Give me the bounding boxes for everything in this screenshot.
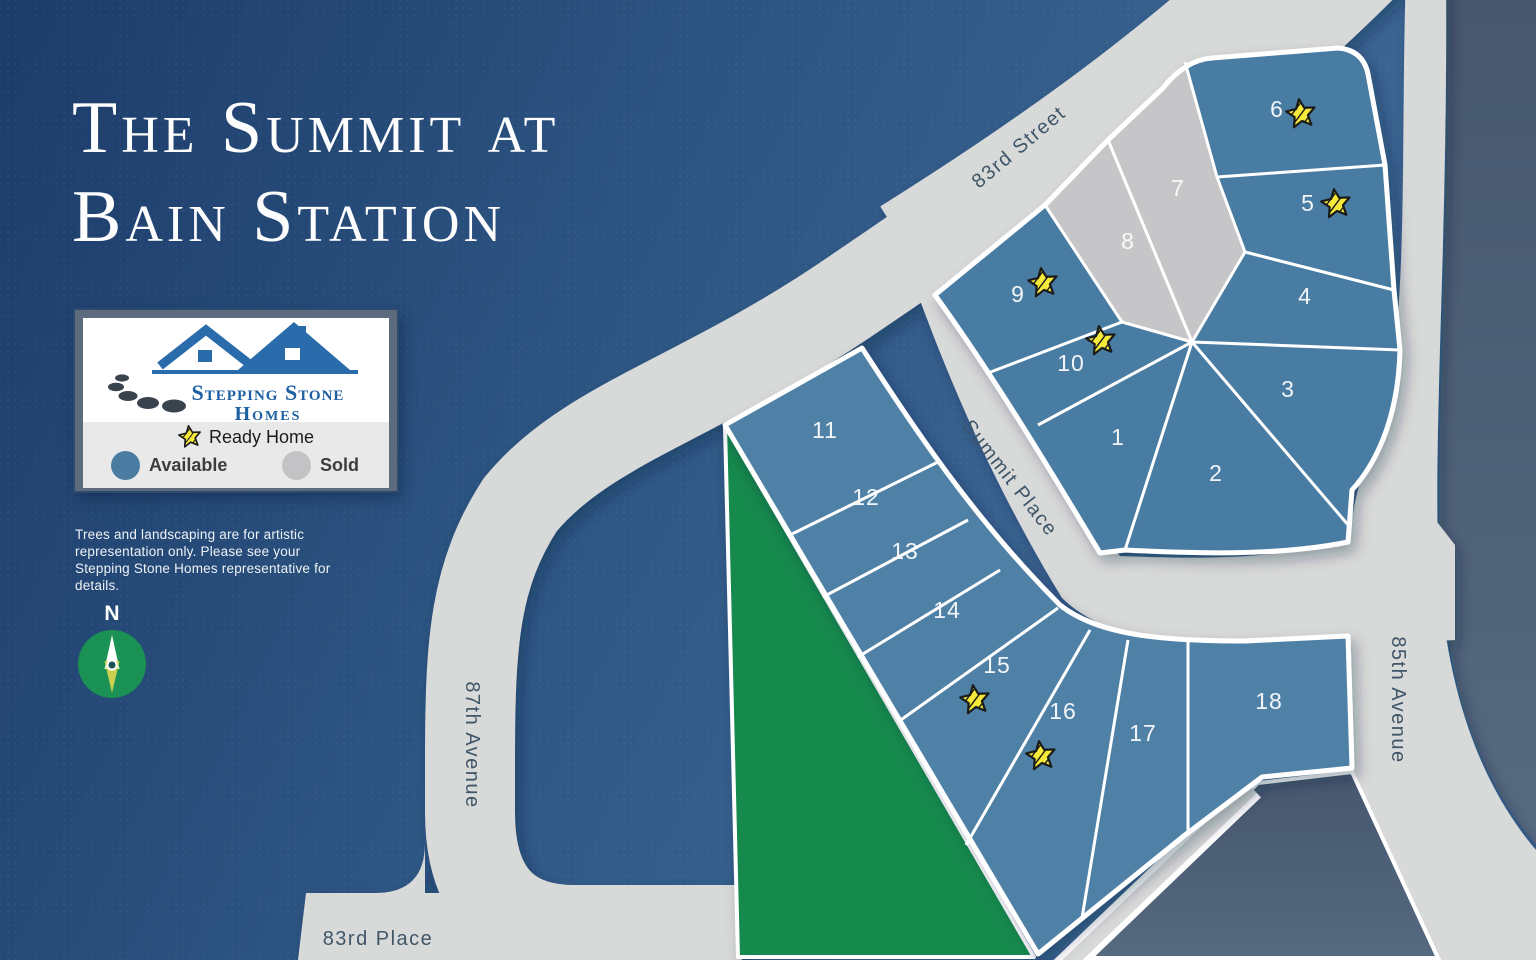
stepping-stones-icon xyxy=(108,374,186,413)
lot-3-label[interactable]: 3 xyxy=(1281,376,1295,402)
legend-ready-home-label: Ready Home xyxy=(208,426,315,447)
lot-10-label[interactable]: 10 xyxy=(1057,350,1085,376)
compass: N xyxy=(78,602,146,698)
lot-16-label[interactable]: 16 xyxy=(1049,698,1077,724)
road-corner-fillet xyxy=(375,843,425,893)
lot-dividers-west xyxy=(787,460,1190,919)
lot-4-label[interactable]: 4 xyxy=(1298,283,1312,309)
street-label-87th-avenue: 87th Avenue xyxy=(461,681,483,808)
brand-logo: Stepping Stone Homes xyxy=(83,318,389,422)
lot-17-label[interactable]: 17 xyxy=(1129,720,1157,746)
street-label-85th-avenue: 85th Avenue xyxy=(1387,636,1409,763)
roof-left-icon xyxy=(157,324,255,370)
lot-group-west-area[interactable] xyxy=(725,348,1352,954)
legend-ready-home-row: Ready Home xyxy=(103,425,389,449)
lot-2-label[interactable]: 2 xyxy=(1209,460,1223,486)
ready-home-star-icon xyxy=(178,425,202,449)
compass-rose-icon xyxy=(78,630,146,698)
lot-dividers-east xyxy=(987,61,1401,551)
legend-key: Ready Home Available Sold xyxy=(83,422,389,488)
compass-north-label: N xyxy=(104,602,120,625)
lot-8-shape[interactable] xyxy=(1045,140,1192,342)
roof-right-icon xyxy=(238,322,350,370)
lot-14-label[interactable]: 14 xyxy=(933,597,961,623)
road-85th-avenue xyxy=(1350,0,1536,960)
title-line-1: The Summit at xyxy=(72,87,560,169)
lot-group-east xyxy=(932,45,1403,556)
lot-6-label[interactable]: 6 xyxy=(1270,96,1284,122)
lot-15-label[interactable]: 15 xyxy=(983,652,1011,678)
lot-9-label[interactable]: 9 xyxy=(1011,281,1025,307)
brand-name-line-2: Homes xyxy=(235,403,302,422)
lot-8-label[interactable]: 8 xyxy=(1121,228,1135,254)
lot-11-label[interactable]: 11 xyxy=(812,417,838,443)
lot-7-shape[interactable] xyxy=(1108,62,1245,342)
road-southeast-lane xyxy=(1062,782,1257,960)
roads xyxy=(298,0,1536,960)
roof-right-window-icon xyxy=(285,348,300,360)
legend-status-row: Available Sold xyxy=(93,451,379,480)
disclaimer-text: Trees and landscaping are for artistic r… xyxy=(75,527,331,593)
legend-available-label: Available xyxy=(149,455,228,475)
legend-box: Stepping Stone Homes Ready Home Availabl… xyxy=(73,308,399,493)
title-line-2: Bain Station xyxy=(72,175,506,258)
lot-18-label[interactable]: 18 xyxy=(1255,688,1283,714)
road-summit-place xyxy=(905,255,1455,650)
lot-group-east-outline xyxy=(932,45,1403,556)
lot-group-west xyxy=(722,345,1355,957)
lot-12-label[interactable]: 12 xyxy=(852,484,880,510)
lot-group-west-outline xyxy=(722,345,1355,957)
road-87th-avenue xyxy=(425,0,1332,960)
brand-name-line-1: Stepping Stone xyxy=(192,380,345,405)
page-title: The Summit at Bain Station xyxy=(72,84,559,262)
available-status-dot xyxy=(111,451,140,480)
sold-status-dot xyxy=(282,451,311,480)
lot-7-label[interactable]: 7 xyxy=(1171,175,1185,201)
stepping-stone-homes-logo: Stepping Stone Homes xyxy=(108,322,358,422)
road-83rd-place xyxy=(298,893,575,960)
lot-numbers: 1 2 3 4 5 6 7 8 9 10 11 12 13 14 15 16 1… xyxy=(812,96,1315,746)
lot-1-label[interactable]: 1 xyxy=(1111,424,1125,450)
chimney-icon xyxy=(297,326,306,339)
lot-5-label[interactable]: 5 xyxy=(1301,190,1315,216)
lot-13-label[interactable]: 13 xyxy=(891,538,919,564)
legend-sold-label: Sold xyxy=(320,455,359,475)
roof-left-window-icon xyxy=(198,350,212,362)
offsite-area-east xyxy=(1439,0,1536,845)
street-label-83rd-place: 83rd Place xyxy=(323,928,434,950)
